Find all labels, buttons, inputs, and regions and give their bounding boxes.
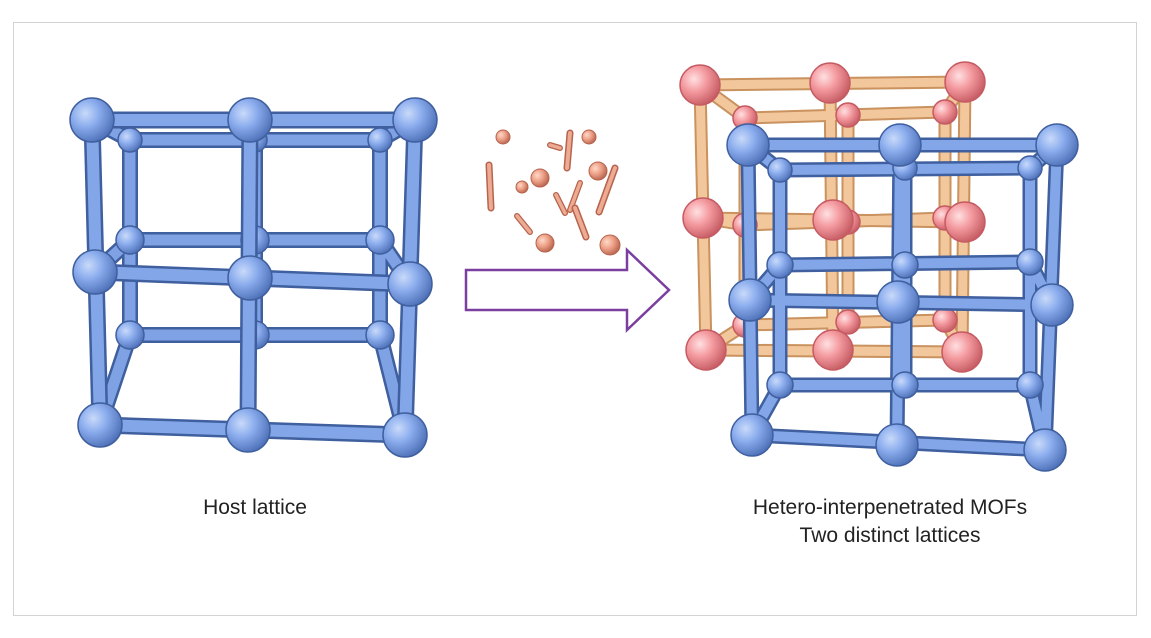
interpenetrated-caption-line2: Two distinct lattices [799, 524, 981, 547]
building-blocks-cluster [485, 129, 621, 256]
interpenetrated-caption-line1: Hetero-interpenetrated MOFs [752, 496, 1028, 519]
host-lattice-diagram [69, 97, 438, 458]
host-lattice-overlay [726, 123, 1079, 472]
interpenetrated-caption: Hetero-interpenetrated MOFs Two distinct… [690, 494, 1090, 550]
host-lattice-caption: Host lattice [203, 496, 307, 519]
right-arrow-icon [464, 247, 671, 333]
interpenetrated-lattice-diagram [679, 61, 1079, 472]
guest-lattice [679, 61, 986, 373]
